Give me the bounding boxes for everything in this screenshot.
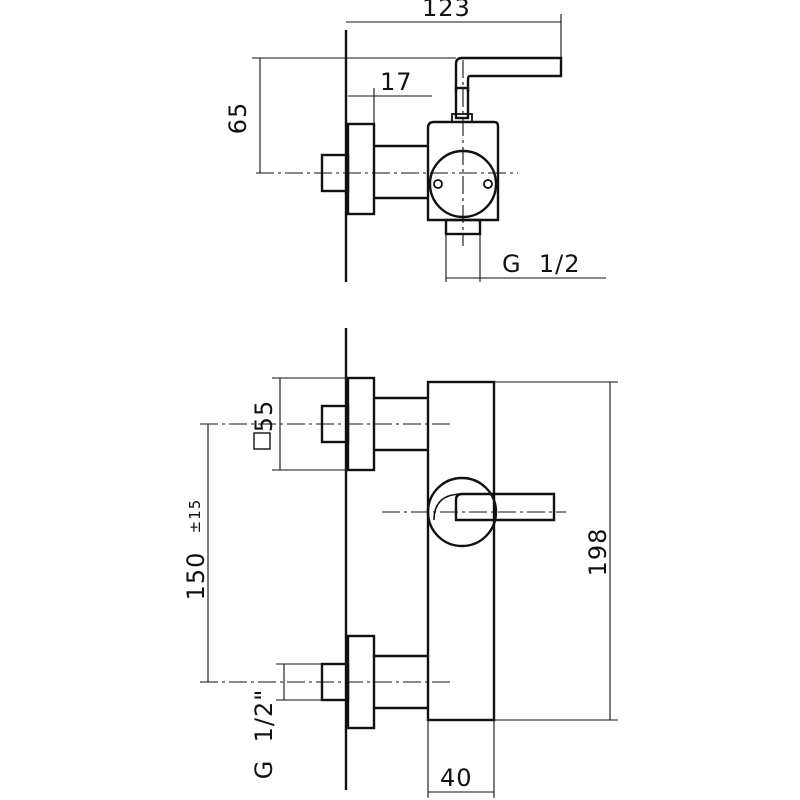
top-valve-body [426,120,500,222]
dim-g12-bottom-label: G 1/2" [250,689,278,780]
front-lever-inner [433,493,468,521]
dim-17-label: 17 [380,68,413,96]
top-lever-stem [454,86,470,120]
dim-40-label: 40 [440,764,473,792]
top-view: 123 17 65 G 1/2 [224,0,606,282]
dim-g12-top-label: G 1/2 [502,250,580,278]
dim-55-label: 55 [250,400,278,433]
front-mixer-body [426,380,496,722]
top-screw-right [483,179,493,189]
top-screw-left [433,179,443,189]
square-symbol-icon [253,432,271,450]
top-wall-flange [346,122,376,216]
dim-150-tolerance: ±15 [186,499,204,534]
front-lever-handle [454,492,556,522]
top-lever-handle [454,56,563,92]
dim-150-label: 150 [182,552,210,601]
top-lever-collar [451,113,473,123]
front-view: 55 150 ±15 198 G 1/2" 40 [182,328,618,798]
dim-123-label: 123 [422,0,471,22]
dim-65-label: 65 [224,102,252,135]
dim-198-label: 198 [584,528,612,577]
